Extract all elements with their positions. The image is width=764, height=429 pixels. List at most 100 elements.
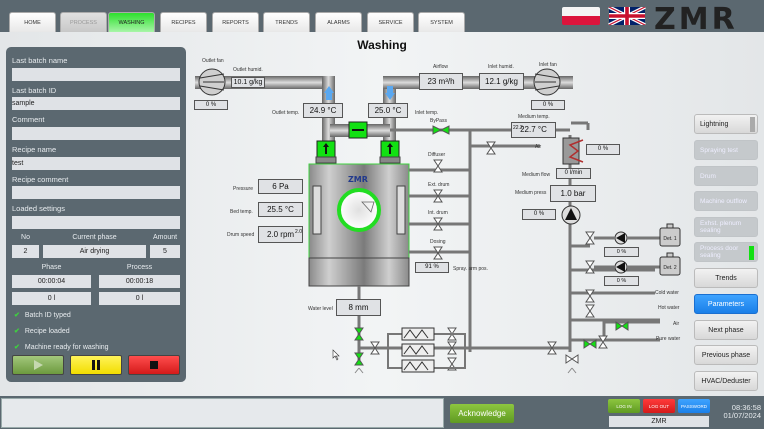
pure-water-label: Pure water	[656, 336, 681, 342]
page-title: Washing	[357, 38, 407, 52]
tab-process[interactable]: PROCESS	[60, 12, 107, 32]
tab-alarms[interactable]: ALARMS	[315, 12, 362, 32]
stop-icon	[150, 361, 158, 369]
acknowledge-button[interactable]: Acknowledge	[450, 404, 514, 423]
tab-washing[interactable]: WASHING	[108, 12, 155, 32]
inlet-humid-label: Inlet humid.	[488, 64, 514, 70]
tab-system[interactable]: SYSTEM	[418, 12, 465, 32]
lightning-button[interactable]: Lightning	[694, 114, 758, 134]
stop-button[interactable]	[128, 355, 180, 375]
loaded-settings-field[interactable]	[12, 216, 180, 229]
next-phase-button[interactable]: Next phase	[694, 320, 758, 340]
password-button[interactable]: PASSWORD	[678, 399, 710, 413]
time: 08:36:58	[731, 403, 761, 412]
spraying-test-button[interactable]: Spraying test	[694, 140, 758, 160]
drum-button[interactable]: Drum	[694, 166, 758, 186]
previous-phase-button[interactable]: Previous phase	[694, 345, 758, 365]
bypass-damper-icon[interactable]	[348, 121, 368, 139]
pause-button[interactable]	[70, 355, 122, 375]
det2-pump-icon[interactable]	[614, 260, 628, 274]
outlet-fan-icon[interactable]	[198, 68, 226, 96]
comment-field[interactable]	[12, 127, 180, 140]
main-line-valve-icon[interactable]	[547, 341, 557, 349]
last-batch-name-label: Last batch name	[12, 56, 68, 65]
hvac-deduster-button[interactable]: HVAC/Deduster	[694, 371, 758, 391]
tab-recipes[interactable]: RECIPES	[160, 12, 207, 32]
air-line-valve-icon[interactable]	[615, 321, 623, 331]
inlet-fan-icon[interactable]	[533, 68, 561, 96]
start-button[interactable]	[12, 355, 64, 375]
outlet-airflow-arrow-icon	[324, 86, 334, 100]
tab-home[interactable]: HOME	[9, 12, 56, 32]
det2-tank-icon[interactable]	[659, 252, 681, 276]
current-user: ZMR	[609, 416, 709, 427]
det2-label: Det. 2	[663, 265, 677, 271]
medium-flow-value: 0 l/min	[556, 168, 591, 179]
check-icon: ✔	[14, 328, 20, 335]
recipe-name-field[interactable]: test	[12, 157, 180, 170]
spray-arm-label: Spray. arm pos.	[453, 266, 488, 272]
drum-logo: ZMR	[348, 175, 368, 184]
det2-pump-value: 0 %	[604, 276, 639, 286]
airflow-label: Airflow	[433, 64, 449, 70]
tab-service[interactable]: SERVICE	[367, 12, 414, 32]
bypass-valve-icon[interactable]	[432, 125, 443, 135]
pure-water-valve-icon[interactable]	[583, 339, 591, 349]
inlet-humid-value: 12.1 g/kg	[479, 73, 524, 90]
pure-water-drain-valve-icon[interactable]	[598, 335, 608, 343]
medium-heater-icon[interactable]	[562, 137, 584, 165]
dosing-valve-icon[interactable]	[433, 246, 443, 254]
water-level-value: 8 mm	[336, 299, 381, 316]
air-valve-icon[interactable]	[486, 141, 496, 149]
det1-valve-icon[interactable]	[585, 231, 595, 239]
tab-trends[interactable]: TRENDS	[263, 12, 310, 32]
tab-reports[interactable]: REPORTS	[212, 12, 259, 32]
mouse-cursor-icon	[332, 349, 340, 361]
login-button[interactable]: LOG IN	[608, 399, 640, 413]
outlet-fan-value: 0 %	[194, 100, 228, 110]
det1-tank-icon[interactable]	[659, 223, 681, 247]
inlet-damper-icon[interactable]	[380, 140, 400, 158]
last-batch-name-field[interactable]	[12, 68, 180, 81]
check-batch-id: ✔Batch ID typed	[14, 312, 71, 319]
hot-water-valve-icon[interactable]	[585, 304, 595, 312]
heat-exchanger-valve-icon[interactable]	[370, 341, 380, 349]
batch-no-value: 2	[12, 245, 39, 258]
play-icon	[34, 360, 43, 370]
uk-flag-icon[interactable]	[607, 7, 647, 25]
cold-water-valve-icon[interactable]	[585, 289, 595, 297]
recipe-comment-field[interactable]	[12, 186, 180, 199]
inlet-fan-label: Inlet fan	[539, 62, 557, 68]
porthole-door-icon[interactable]	[337, 188, 381, 232]
det1-label: Det. 1	[663, 236, 677, 242]
drain-valve-2-icon[interactable]	[354, 352, 364, 360]
int-drum-valve-icon[interactable]	[433, 217, 443, 225]
phase-volume-value: 0 l	[12, 292, 91, 305]
det1-pump-icon[interactable]	[614, 231, 628, 245]
zmr-logo: ZMR	[654, 2, 738, 37]
parameters-button[interactable]: Parameters	[694, 294, 758, 314]
det2-valve-icon[interactable]	[585, 260, 595, 268]
pressure-label: Pressure	[233, 186, 254, 192]
drain-valve-1-icon[interactable]	[354, 327, 364, 335]
lightning-status-indicator	[750, 117, 755, 132]
process-door-sealing-button[interactable]: Process door sealing	[694, 242, 758, 262]
ext-drum-valve-icon[interactable]	[433, 189, 443, 197]
main-drain-valve-icon[interactable]	[565, 354, 573, 364]
machine-outflow-button[interactable]: Machine outflow	[694, 191, 758, 211]
medium-pump-icon[interactable]	[561, 205, 581, 225]
outlet-damper-icon[interactable]	[316, 140, 336, 158]
recipe-name-label: Recipe name	[12, 145, 57, 154]
diffuser-valve-icon[interactable]	[433, 159, 443, 167]
exhst-plenum-sealing-button[interactable]: Exhst. plenum sealing	[694, 217, 758, 237]
trends-button[interactable]: Trends	[694, 268, 758, 288]
pump-output-value: 0 %	[522, 209, 556, 220]
medium-temp-label: Medium temp.	[518, 114, 550, 120]
last-batch-id-field[interactable]: sample	[12, 97, 180, 110]
polish-flag-icon[interactable]	[562, 7, 600, 25]
bed-temp-value: 25.5 °C	[258, 202, 303, 217]
cold-water-label: Cold water	[655, 290, 679, 296]
comment-label: Comment	[12, 115, 45, 124]
logout-button[interactable]: LOG OUT	[643, 399, 675, 413]
